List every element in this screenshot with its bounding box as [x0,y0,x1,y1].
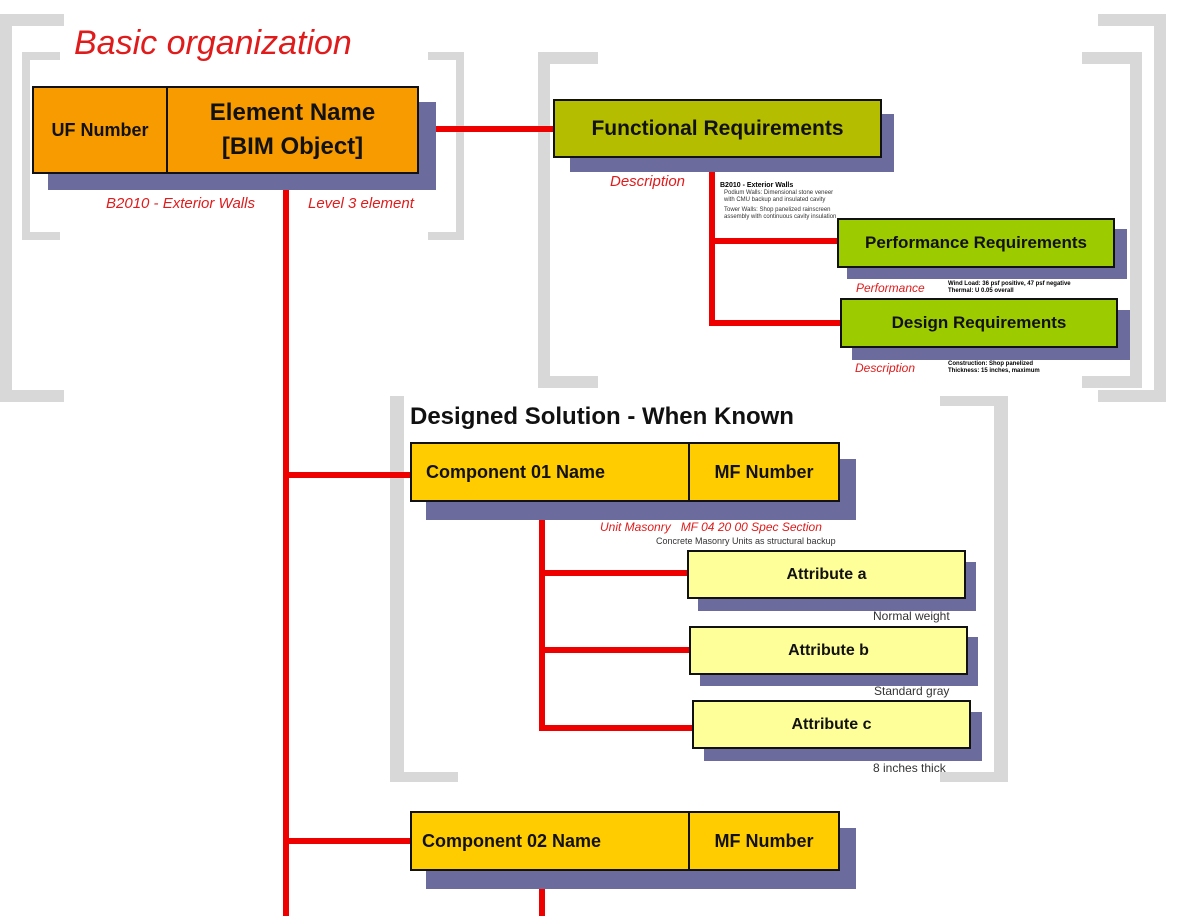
attribute-a-box[interactable]: Attribute a [687,550,966,599]
design-requirements-box[interactable]: Design Requirements [840,298,1118,348]
uf-number-label: UF Number [51,119,149,140]
connector-to-design [709,320,841,326]
attribute-b-box[interactable]: Attribute b [689,626,968,675]
performance-label: Performance [856,281,925,295]
design-line2: Thickness: 15 inches, maximum [948,368,1040,374]
bracket-outer-right-top [1098,14,1166,26]
perf-line1: Wind Load: 36 psf positive, 47 psf negat… [948,281,1071,287]
desc-tower: Tower Walls: Shop panelized rainscreen a… [724,207,837,220]
design-description-label: Description [855,361,916,375]
attribute-c-label: Attribute c [791,715,872,733]
element-code-note: B2010 - Exterior Walls [106,195,255,212]
connector-to-attribute-b [539,647,691,653]
functional-description-label: Description [610,173,686,190]
component1-name-label: Component 01 Name [426,461,606,482]
heading-designed-solution: Designed Solution - When Known [410,403,794,430]
connector-to-attribute-c [539,725,694,731]
connector-to-attribute-a [539,570,689,576]
bracket-element-right-vert [456,52,464,240]
bracket-element-left-top [22,52,60,60]
bracket-outer-right-bottom [1098,390,1166,402]
uf-number-cell[interactable]: UF Number [32,86,168,174]
bracket-element-right-top [428,52,464,60]
bracket-req-left-top [538,52,598,64]
design-requirements-label: Design Requirements [891,313,1067,332]
component1-spec-note: Unit Masonry MF 04 20 00 Spec Section [600,520,822,534]
bracket-req-left-vert [538,52,550,388]
element-name-cell[interactable]: Element Name [BIM Object] [166,86,419,174]
heading-basic-organization: Basic organization [74,24,352,62]
bracket-req-left-bottom [538,376,598,388]
element-bim-object-label: [BIM Object] [221,133,364,160]
bracket-solution-right-vert [994,396,1008,782]
component1-mf-label: MF Number [714,461,814,482]
bracket-solution-left-bottom [390,772,458,782]
perf-line2: Thermal: U 0.05 overall [948,288,1014,294]
functional-description-text: B2010 - Exterior Walls Podium Walls: Dim… [720,181,844,221]
bracket-element-right-bottom [428,232,464,240]
bracket-req-right-vert [1130,52,1142,388]
bracket-outer-left-bottom [0,390,64,402]
attribute-c-box[interactable]: Attribute c [692,700,971,749]
bracket-outer-right-vert [1154,14,1166,402]
performance-requirements-box[interactable]: Performance Requirements [837,218,1115,268]
bracket-outer-left-vert [0,14,12,402]
component2-name-label: Component 02 Name [422,830,602,851]
attribute-a-label: Attribute a [786,565,867,583]
bracket-solution-right-bottom [940,772,1008,782]
bracket-solution-left-vert [390,396,404,782]
bracket-req-right-top [1082,52,1142,64]
bracket-solution-right-top [940,396,1008,406]
element-level-note: Level 3 element [308,195,414,212]
bracket-element-left-vert [22,52,30,240]
design-line1: Construction: Shop panelized [948,361,1033,367]
component1-mf-cell[interactable]: MF Number [688,442,840,502]
performance-text: Wind Load: 36 psf positive, 47 psf negat… [948,281,1098,295]
attribute-b-value: Standard gray [874,684,950,698]
attribute-c-value: 8 inches thick [873,761,946,775]
desc-podium: Podium Walls: Dimensional stone veneer w… [724,190,834,203]
connector-component2-trunk [539,870,545,916]
component2-mf-label: MF Number [714,830,814,851]
attribute-a-value: Normal weight [873,609,950,623]
attribute-b-label: Attribute b [788,641,869,659]
connector-element-to-functional [418,126,554,132]
component1-description-note: Concrete Masonry Units as structural bac… [656,536,836,546]
desc-title: B2010 - Exterior Walls [720,182,794,189]
bracket-outer-left [0,14,64,26]
functional-requirements-label: Functional Requirements [591,116,844,140]
connector-component1-trunk [539,501,545,731]
component2-name-cell[interactable]: Component 02 Name [410,811,690,871]
design-text: Construction: Shop panelized Thickness: … [948,361,1098,375]
component1-name-cell[interactable]: Component 01 Name [410,442,690,502]
connector-trunk-to-component2 [283,838,411,844]
element-name-label: Element Name [209,99,376,126]
performance-requirements-label: Performance Requirements [864,233,1088,252]
functional-requirements-box[interactable]: Functional Requirements [553,99,882,158]
bracket-req-right-bottom [1082,376,1142,388]
bracket-element-left-bottom [22,232,60,240]
component2-mf-cell[interactable]: MF Number [688,811,840,871]
connector-main-trunk [283,172,289,916]
connector-to-performance [709,238,839,244]
connector-trunk-to-component1 [283,472,411,478]
